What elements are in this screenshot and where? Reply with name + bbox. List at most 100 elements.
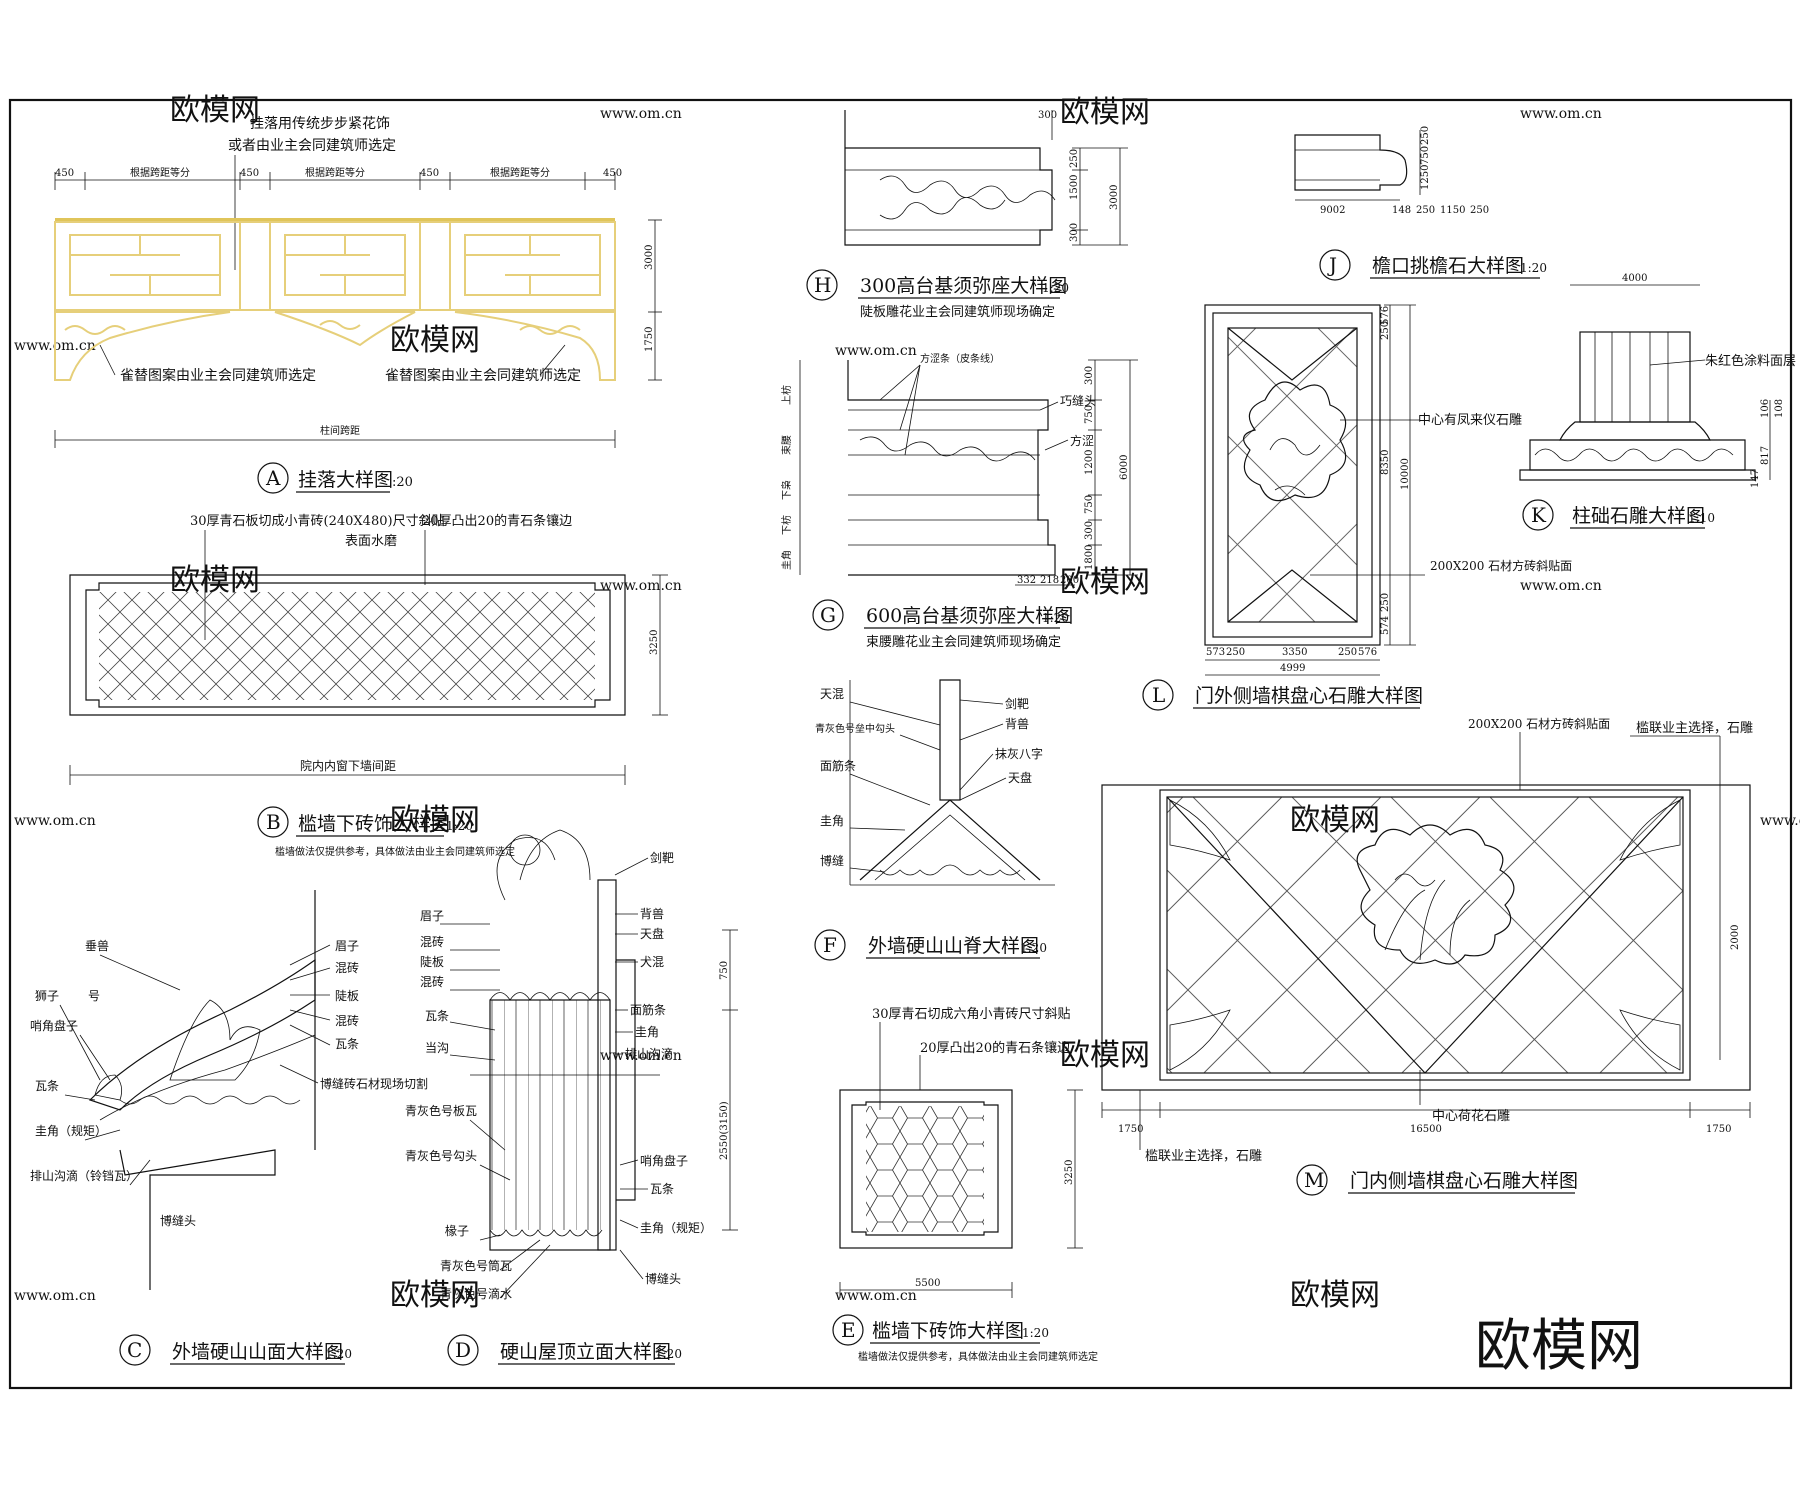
d-label-r: 面筋条	[630, 1002, 666, 1017]
f-label: 天混	[820, 687, 844, 701]
g-dim: 6000	[1119, 455, 1130, 480]
d-label-r: 犬混	[640, 955, 664, 969]
a-dim: 根据跨距等分	[490, 166, 550, 179]
f-label: 圭角	[820, 814, 844, 828]
a-dim-right: 1750	[644, 327, 655, 352]
a-note-right: 雀替图案由业主会同建筑师选定	[385, 367, 581, 384]
e-label: E	[841, 1318, 856, 1342]
j-dim: 9002	[1320, 205, 1345, 216]
f-title: 外墙硬山山脊大样图	[868, 935, 1039, 957]
h-dim: 300	[1069, 223, 1080, 242]
watermark: 欧模网	[390, 1278, 480, 1313]
j-title: 檐口挑檐石大样图	[1372, 255, 1524, 277]
detail-b: 30厚青石板切成小青砖(240X480)尺寸斜贴 表面水磨 20厚凸出20的青石…	[69, 513, 668, 858]
watermark-url: www.om.cn	[835, 343, 917, 359]
j-dim: 250	[1416, 205, 1435, 216]
f-label-id: F	[823, 933, 837, 957]
f-label-r: 剑靶	[1005, 696, 1029, 711]
f-label: 面筋条	[820, 758, 856, 773]
d-label-r: 圭角	[635, 1025, 659, 1039]
l-dim-b: 250	[1226, 647, 1245, 658]
watermark: 欧模网	[390, 323, 480, 358]
detail-h: 300 250 1500 300 3000 H 300高台基须弥座大样图 1:2…	[806, 110, 1128, 320]
watermark-url: www.om.cn	[600, 1048, 682, 1064]
g-label-l: 下枭	[780, 480, 793, 500]
g-dim: 750	[1084, 405, 1095, 424]
g-label-l: 圭角	[780, 550, 793, 570]
h-dim: 3000	[1109, 185, 1120, 210]
g-dim: 750	[1084, 495, 1095, 514]
f-label-r: 天盘	[1008, 770, 1032, 785]
l-dim: 576	[1380, 306, 1391, 325]
m-label: M	[1304, 1168, 1324, 1192]
d-label: 混砖	[420, 934, 444, 949]
detail-l: 中心有凤来仪石雕 200X200 石材方砖斜贴面 576 250 8350 10…	[1142, 304, 1572, 711]
watermark: 欧模网	[1060, 95, 1150, 130]
detail-e: 30厚青石切成六角小青砖尺寸斜贴 20厚凸出20的青石条镶边 3250 5500…	[832, 1007, 1098, 1363]
a-dim: 根据跨距等分	[130, 166, 190, 179]
a-dim-bottom: 柱间跨距	[320, 424, 360, 437]
watermark: 欧模网	[1060, 1038, 1150, 1073]
g-dim: 300	[1084, 521, 1095, 540]
d-label: 眉子	[420, 909, 444, 923]
d-label-r: 瓦条	[650, 1182, 674, 1196]
watermark: 欧模网	[1290, 1278, 1380, 1313]
detail-c: 垂兽 狮子 号 哨角盘子 瓦条 圭角（规矩） 排山沟滴（铃铛瓦） 博缝头 眉子 …	[30, 890, 428, 1366]
g-dim-b: 332	[1017, 575, 1036, 586]
b-scale: 1:20	[446, 819, 473, 833]
c-label: 瓦条	[35, 1079, 59, 1093]
j-dim-r: 750	[1420, 146, 1431, 165]
c-label-r: 眉子	[335, 939, 359, 953]
j-scale: 1:20	[1520, 261, 1547, 275]
watermark: 欧模网	[1060, 565, 1150, 600]
watermark-url: www.om.cn	[1760, 813, 1800, 829]
a-scale: :20	[392, 475, 413, 490]
a-note-line1: 挂落用传统步步紧花饰	[250, 116, 390, 132]
k-dim: 106	[1760, 399, 1771, 418]
k-dim: 817	[1760, 446, 1771, 465]
watermark-url: www.om.cn	[1520, 578, 1602, 594]
watermark-url: www.om.cn	[14, 813, 96, 829]
m-note3: 中心荷花石雕	[1432, 1108, 1510, 1124]
h-dim: 250	[1069, 149, 1080, 168]
d-label-id: D	[455, 1338, 471, 1362]
m-dim: 16500	[1410, 1124, 1442, 1135]
detail-j: 9002 148 250 1150 250 250 750 1250 J 檐口挑…	[1294, 126, 1547, 281]
j-dim-r: 1250	[1420, 165, 1431, 190]
a-dim: 450	[420, 168, 439, 179]
detail-a: 挂落用传统步步紧花饰 或者由业主会同建筑师选定 450 根据跨距等分 450 根…	[54, 116, 662, 494]
l-dim-b: 250	[1338, 647, 1357, 658]
g-label-l: 下枋	[780, 515, 793, 535]
detail-g: 方涩条（皮条线） 巧缝头 方涩 上枋 束腰 下枭 下枋 圭角 300 750 1…	[780, 352, 1138, 650]
a-dim: 450	[55, 168, 74, 179]
m-title: 门内侧墙棋盘心石雕大样图	[1350, 1170, 1578, 1192]
l-dim: 574	[1380, 616, 1391, 635]
c-label: 博缝头	[160, 1213, 196, 1228]
detail-m: 200X200 石材方砖斜贴面 槛联业主选择，石雕 中心荷花石雕 1750 16…	[1101, 716, 1753, 1196]
d-label-r: 排山沟滴	[625, 1046, 673, 1061]
g-label-l: 上枋	[780, 385, 793, 405]
d-dim: 750	[719, 961, 730, 980]
a-dim: 根据跨距等分	[305, 166, 365, 179]
g-title: 600高台基须弥座大样图	[866, 605, 1073, 627]
k-title: 柱础石雕大样图	[1572, 505, 1705, 527]
watermarks: 欧模网 www.om.cn 欧模网 www.om.cn www.om.cn 欧模…	[14, 93, 1800, 1313]
m-dim: 1750	[1706, 1124, 1731, 1135]
b-dim-bottom: 院内内窗下墙间距	[300, 759, 396, 773]
a-dim-right: 3000	[644, 245, 655, 270]
l-note1: 中心有凤来仪石雕	[1418, 413, 1522, 428]
a-title: 挂落大样图	[298, 469, 393, 491]
h-dim-top: 300	[1038, 110, 1057, 121]
l-dim-b: 573	[1206, 647, 1225, 658]
f-label-r: 背兽	[1005, 717, 1029, 731]
h-dim: 1500	[1069, 175, 1080, 200]
l-title: 门外侧墙棋盘心石雕大样图	[1195, 685, 1423, 707]
l-dim: 10000	[1400, 458, 1411, 490]
l-dim-b: 576	[1358, 647, 1377, 658]
d-label-r: 天盘	[640, 926, 664, 941]
m-dim: 1750	[1118, 1124, 1143, 1135]
d-label-r: 哨角盘子	[640, 1153, 688, 1168]
j-label: J	[1327, 253, 1337, 277]
d-label-r: 博缝头	[645, 1271, 681, 1286]
m-note1: 200X200 石材方砖斜贴面	[1468, 716, 1610, 731]
